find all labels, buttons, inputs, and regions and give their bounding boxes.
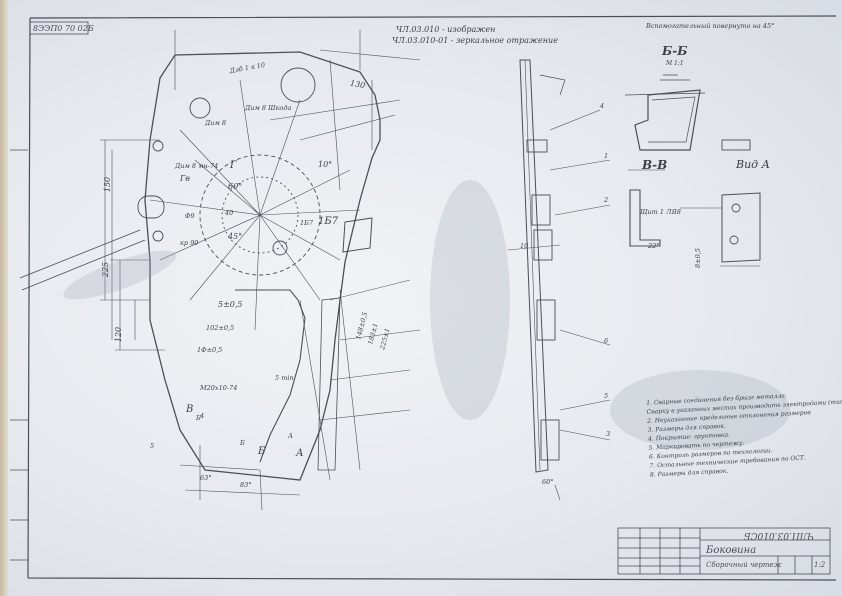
- svg-text:10: 10: [520, 242, 528, 250]
- dim-label: 1Б7: [318, 216, 339, 227]
- svg-text:183±1: 183±1: [366, 322, 379, 345]
- binding-edge: [0, 0, 8, 596]
- svg-text:М20х10-74: М20х10-74: [199, 384, 237, 392]
- dim-label: 5±0,5: [218, 300, 243, 309]
- svg-text:Дим 8 Шкода: Дим 8 Шкода: [244, 104, 291, 112]
- heading-note-1: ЧЛ.03.010 - изображен: [396, 25, 496, 34]
- svg-text:4: 4: [599, 102, 604, 110]
- heading-note-2: ЧЛ.03.010-01 - зеркальное отражение: [392, 36, 558, 45]
- svg-text:Длб 1 к 10: Длб 1 к 10: [228, 61, 266, 75]
- title-block-subtitle: Сборочный чертеж: [706, 561, 782, 569]
- svg-text:2: 2: [603, 196, 608, 204]
- svg-text:83°: 83°: [240, 481, 252, 489]
- svg-text:1Ф±0,5: 1Ф±0,5: [197, 346, 222, 354]
- dim-label: 225: [101, 261, 111, 278]
- svg-text:Дим 8: Дим 8: [204, 119, 226, 127]
- svg-text:Ф9: Ф9: [185, 212, 195, 220]
- document-code: 8ЭЭП0 70 02Б: [33, 24, 94, 33]
- dim-label: 120: [114, 326, 124, 343]
- dim-label: 10°: [318, 160, 333, 169]
- svg-text:Б: Б: [239, 439, 245, 447]
- svg-text:8±0,5: 8±0,5: [694, 248, 702, 268]
- svg-text:22°: 22°: [647, 242, 660, 250]
- top-right-note: Вспомогательный повернуто на 45°: [646, 22, 775, 30]
- svg-text:5: 5: [150, 442, 154, 450]
- technical-notes: 1. Сварные соединения без брызг металла.…: [646, 389, 842, 479]
- dim-label: Гв: [180, 174, 190, 183]
- svg-text:кр 90: кр 90: [180, 239, 198, 247]
- svg-text:5: 5: [604, 392, 608, 400]
- section-bb-scale: М 1:1: [666, 60, 684, 67]
- section-vv-label: В-В: [642, 158, 668, 172]
- svg-text:Б: Б: [195, 414, 201, 422]
- section-bb-label: Б-Б: [662, 44, 688, 58]
- svg-text:1: 1: [604, 152, 608, 160]
- dim-label: Г: [230, 160, 237, 171]
- view-a-label: Вид А: [736, 158, 770, 171]
- svg-text:4: 4: [199, 412, 204, 420]
- dim-label: 45°: [228, 232, 243, 241]
- svg-text:225±1: 225±1: [378, 327, 392, 351]
- svg-text:1Б7: 1Б7: [300, 219, 314, 227]
- svg-text:Щит 1 ЛЯ8: Щит 1 ЛЯ8: [640, 208, 681, 216]
- svg-text:Дим 8 мн-74: Дим 8 мн-74: [174, 162, 218, 170]
- dim-label: Б: [258, 446, 266, 457]
- svg-text:102±0,5: 102±0,5: [206, 324, 234, 332]
- svg-text:5 min: 5 min: [275, 374, 294, 382]
- dim-label: 60°: [228, 182, 243, 191]
- dim-label: А: [296, 448, 304, 459]
- svg-text:60°: 60°: [542, 478, 554, 486]
- svg-text:6: 6: [604, 337, 608, 345]
- svg-text:А: А: [287, 432, 293, 440]
- svg-text:63°: 63°: [200, 474, 212, 482]
- svg-text:40: 40: [224, 209, 233, 217]
- svg-text:148±0,5: 148±0,5: [354, 311, 369, 340]
- dim-label: В: [186, 404, 194, 415]
- svg-text:3: 3: [606, 430, 610, 438]
- title-block-scale: 1:2: [814, 561, 826, 569]
- dim-label: 150: [103, 176, 113, 193]
- title-block-name: Боковина: [706, 545, 757, 556]
- title-block-code: ЧЛП.03.010СБ: [744, 530, 815, 540]
